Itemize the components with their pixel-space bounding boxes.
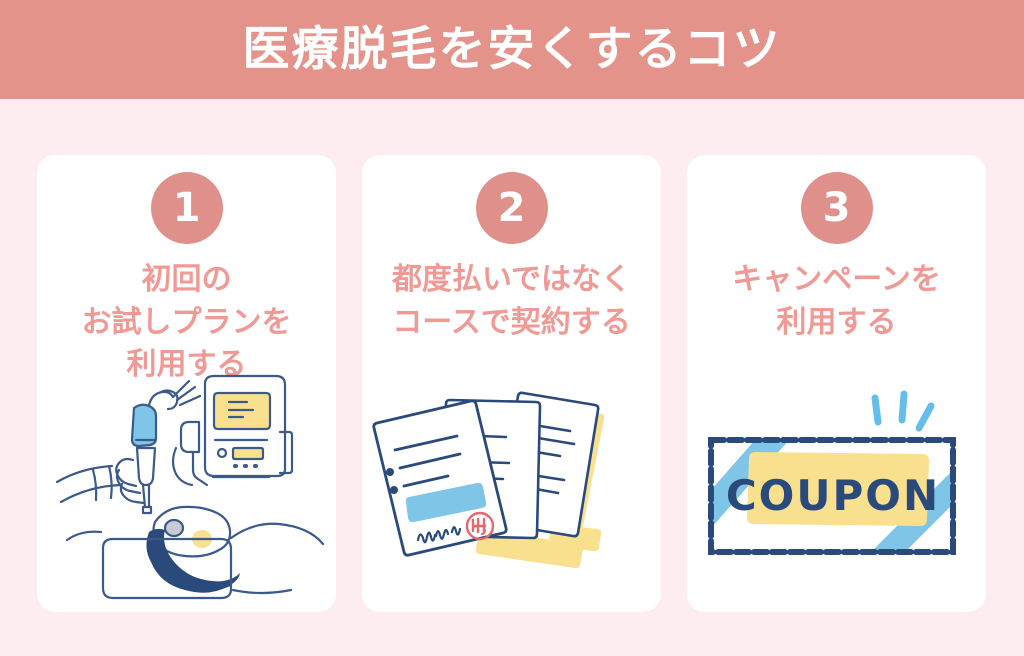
- tip-text-line: コースで契約する: [392, 304, 631, 340]
- laser-hair-removal-treatment-icon: [37, 362, 336, 602]
- tip-text-line: 都度払いではなく: [391, 262, 632, 297]
- page-header: 医療脱毛を安くするコツ: [0, 0, 1024, 99]
- page-title: 医療脱毛を安くするコツ: [242, 22, 782, 77]
- tip-text-line: お試しプランを: [81, 304, 292, 340]
- step-badge-number: 2: [497, 185, 526, 231]
- tip-card-2: 2 都度払いではなく コースで契約する: [362, 155, 661, 612]
- contract-documents-icon: [362, 362, 661, 602]
- tip-text-line: 初回の: [141, 262, 232, 297]
- tip-card-2-text: 都度払いではなく コースで契約する: [362, 259, 661, 344]
- tips-card-row: 1 初回の お試しプランを 利用する: [0, 99, 1024, 656]
- tip-card-1-text: 初回の お試しプランを 利用する: [37, 259, 336, 387]
- tip-card-3-text: キャンペーンを 利用する: [687, 259, 986, 344]
- tip-text-line: キャンペーンを: [732, 262, 941, 297]
- coupon-label: COUPON: [726, 471, 940, 520]
- step-badge-1: 1: [150, 172, 223, 244]
- step-badge-number: 3: [822, 185, 851, 231]
- step-badge-3: 3: [800, 172, 873, 244]
- tip-card-3: 3 キャンペーンを 利用する: [687, 155, 986, 612]
- coupon-ticket-icon: COUPON: [687, 362, 986, 602]
- step-badge-number: 1: [172, 185, 201, 231]
- tip-card-1: 1 初回の お試しプランを 利用する: [37, 155, 336, 612]
- tip-text-line: 利用する: [776, 304, 897, 340]
- step-badge-2: 2: [475, 172, 548, 244]
